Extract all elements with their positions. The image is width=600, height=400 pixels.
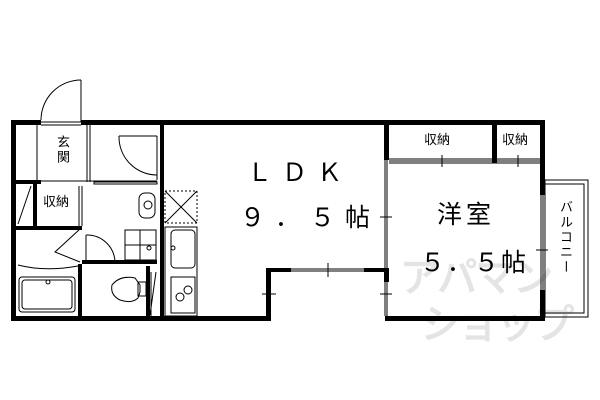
western-room-size: ５．５帖 [420,248,529,277]
watermark-line-2: ショップ [420,302,574,348]
balcony-label: バルコニー [557,200,572,275]
closet-2-label: 収納 [502,133,529,148]
western-room-name: 洋室 [437,200,496,229]
entrance-label: 玄関 [54,135,69,165]
watermark-line-1: アパマン [400,255,553,301]
ldk-room-size: ９．５帖 [240,203,381,232]
closet-1-label: 収納 [424,133,451,148]
ldk-room-name: ＬＤＫ [247,158,353,187]
hall-storage-label: 収納 [43,195,70,210]
